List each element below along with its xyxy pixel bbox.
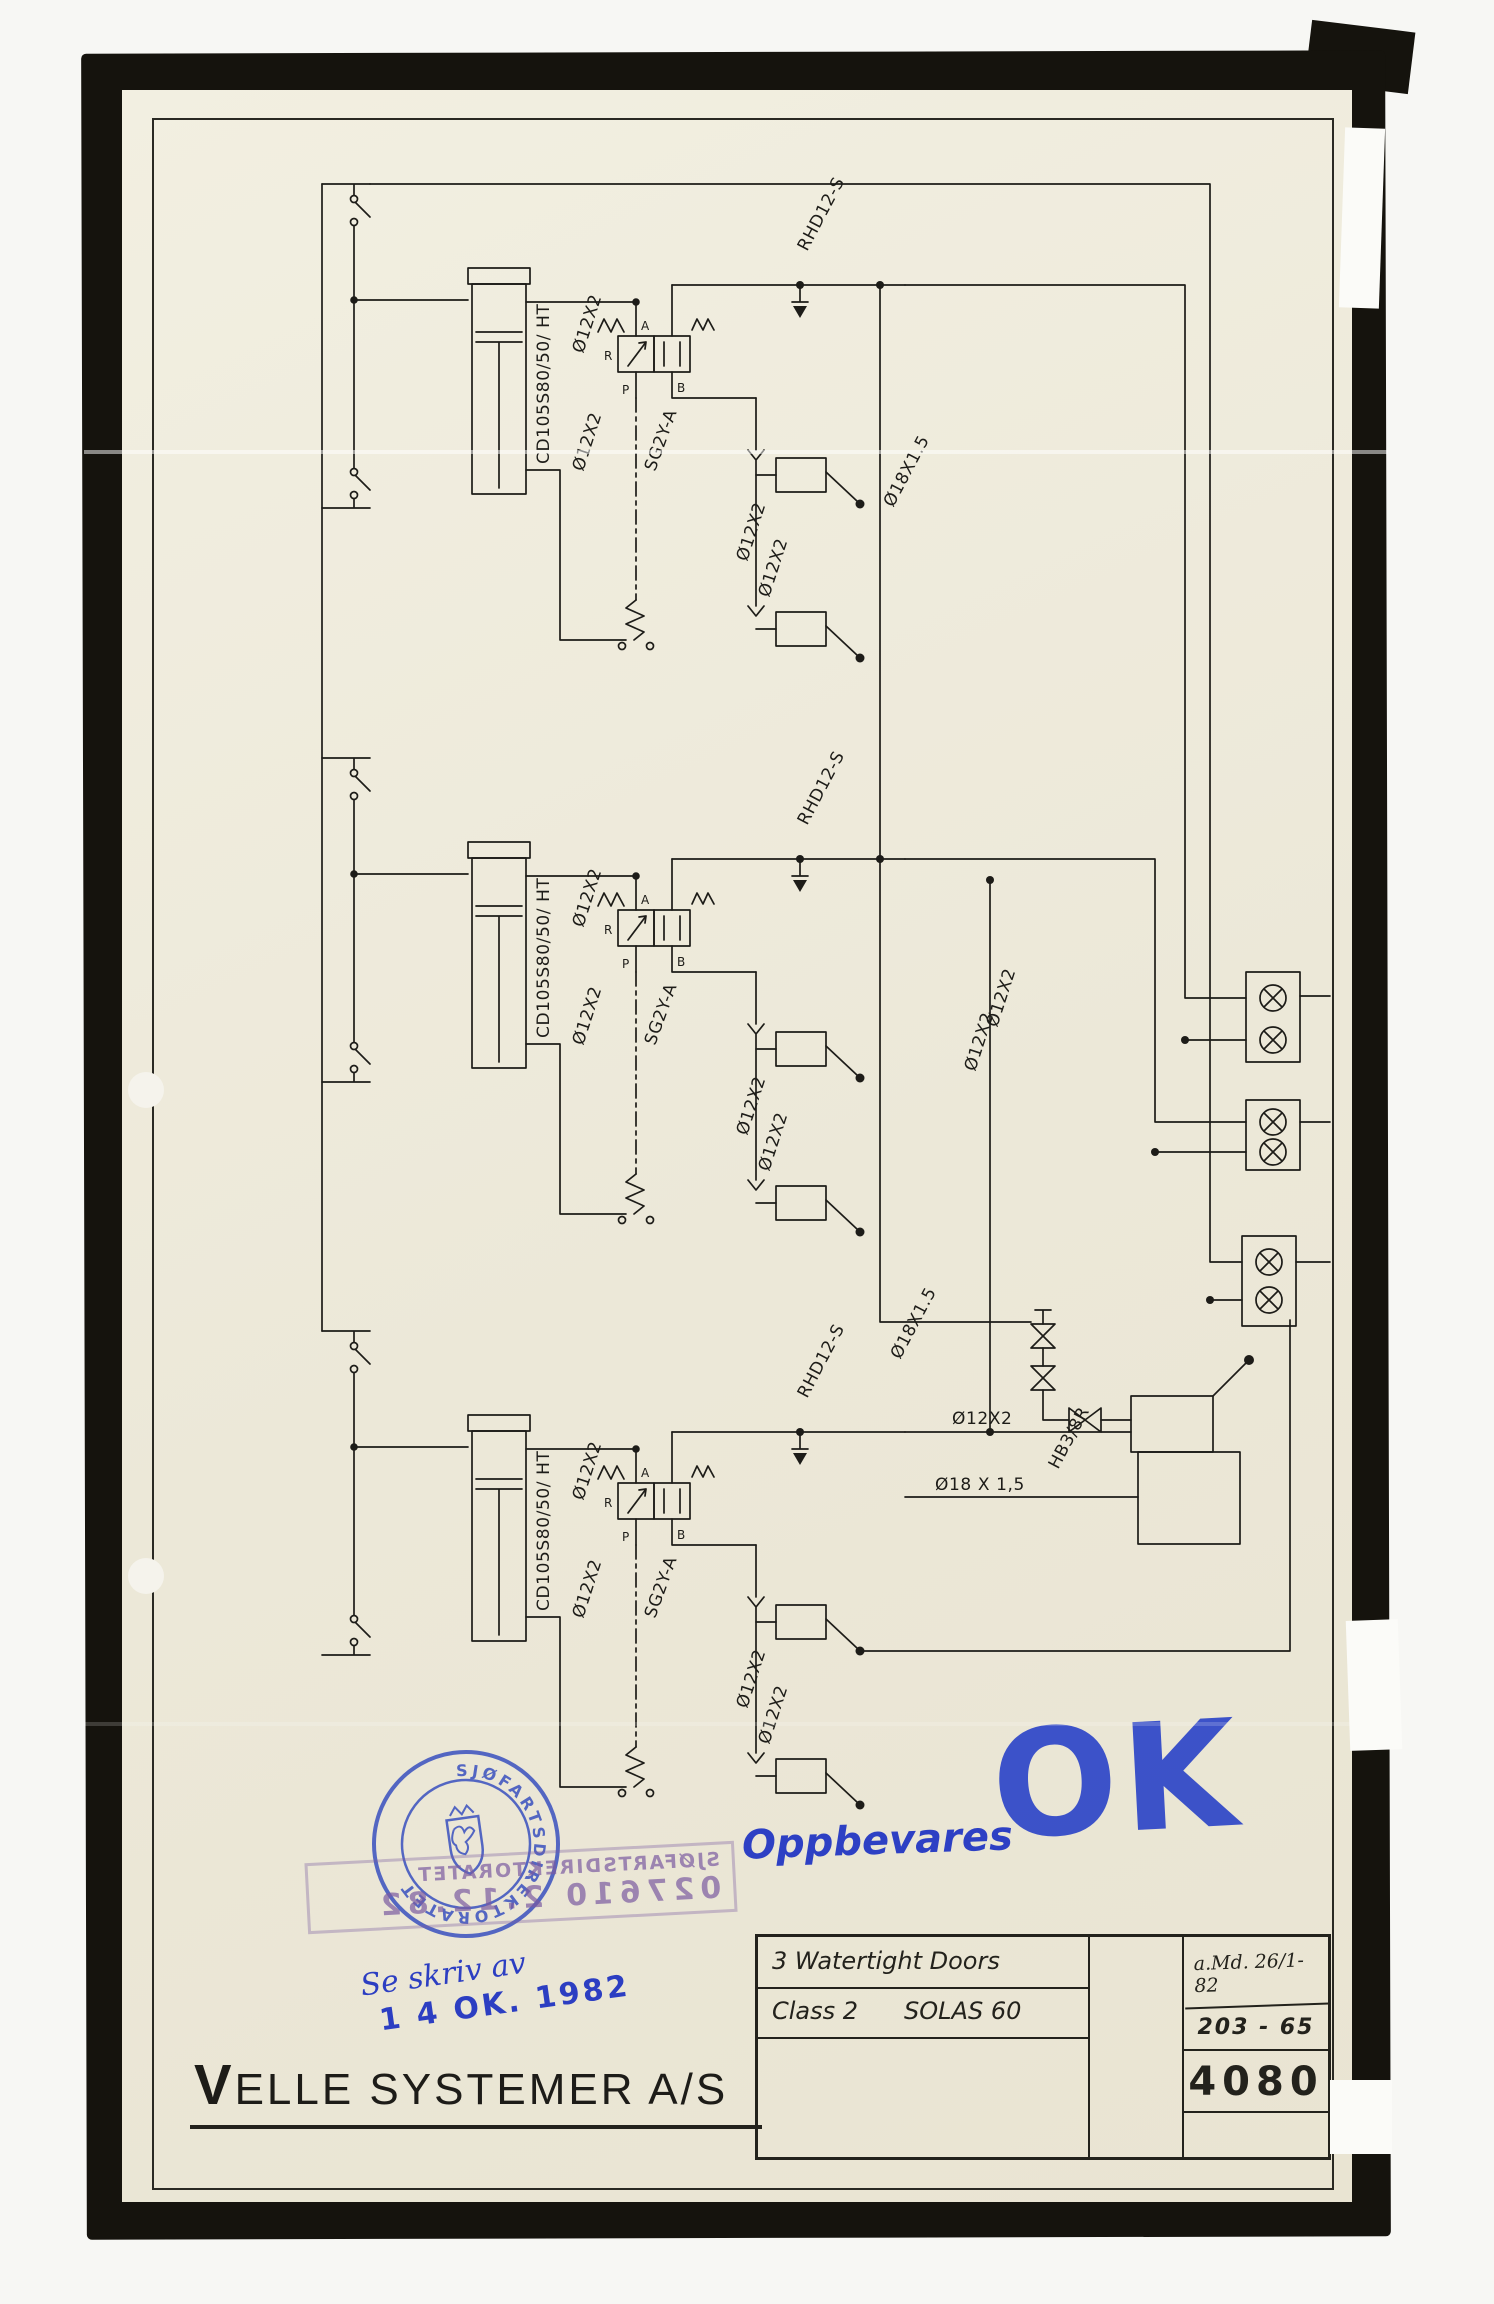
drawing-number: 4080 <box>1184 2051 1328 2113</box>
class-label: Class 2 <box>772 1997 859 2025</box>
ok-stamp: OK <box>987 1687 1245 1873</box>
lion-figure <box>451 1825 476 1856</box>
title-block: 3 Watertight Doors Class 2 SOLAS 60 a.Md… <box>755 1934 1331 2160</box>
solas-label: SOLAS 60 <box>904 1997 1022 2025</box>
title-line1: 3 Watertight Doors <box>758 1937 1088 1989</box>
punch-hole-bottom <box>128 1558 164 1594</box>
directorate-round-stamp: SJØFARTSDIREKTORATET <box>372 1750 560 1938</box>
punch-hole-top <box>128 1072 164 1108</box>
title-block-divider-1 <box>1088 1937 1090 2157</box>
drawing-code: 203 - 65 <box>1184 2007 1328 2051</box>
tape-patch-2 <box>1345 1619 1403 1751</box>
coat-of-arms-shield <box>445 1814 485 1876</box>
tape-patch-3 <box>1330 2080 1392 2154</box>
tape-patch-1 <box>1338 127 1386 309</box>
company-name: VELLE SYSTEMER A/S <box>190 2052 763 2129</box>
crown-icon <box>449 1803 475 1817</box>
signature: a.Md. 26/1-82 <box>1182 1934 1330 2010</box>
fold-crease-bottom <box>84 1722 1388 1726</box>
oppbevares-stamp: Oppbevares <box>741 1813 1014 1869</box>
fold-crease-top <box>84 450 1388 454</box>
title-line2: Class 2 SOLAS 60 <box>758 1989 1088 2039</box>
title-block-divider-2 <box>1182 1937 1184 2157</box>
drawing-border <box>152 118 1334 2190</box>
